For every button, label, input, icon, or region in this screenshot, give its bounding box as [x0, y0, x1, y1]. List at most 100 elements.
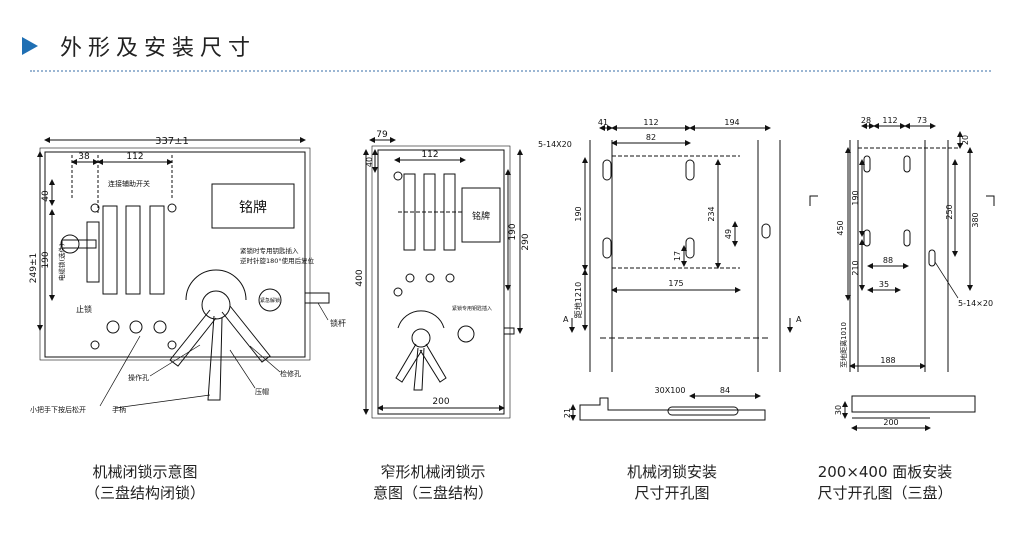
fig4-slot [863, 155, 871, 173]
fig1-dim-height: 249±1 [29, 253, 39, 283]
fig3-label-A1: A [563, 315, 569, 324]
fig1-label-maint: 检修孔 [280, 369, 301, 378]
fig4-slot [903, 155, 911, 173]
fig1-screw [167, 340, 177, 350]
fig3-dim-49: 49 [724, 229, 733, 239]
fig1-dial-arc [185, 269, 247, 301]
fig4-dim-28: 28 [861, 116, 871, 125]
fig4-slot [863, 229, 871, 247]
fig2-hole [445, 273, 455, 283]
fig1-label-switch: 连接辅助开关 [108, 179, 150, 188]
fig1-screw [90, 203, 100, 213]
fig1-dim-40: 40 [41, 190, 51, 202]
fig2-label-nameplate: 铭牌 [472, 210, 490, 222]
fig4-bracket-left [809, 195, 818, 206]
fig4-dim-210: 210 [851, 260, 860, 275]
fig2-hole [425, 273, 435, 283]
fig1-label-knob: 压帽 [255, 387, 269, 396]
fig2-dim-112: 112 [421, 150, 438, 160]
fig1-label-emergency: 紧急解锁 [260, 297, 280, 304]
fig3-dim-slot: 30X100 [655, 386, 686, 395]
fig4-leader [934, 261, 959, 299]
fig1-labels: 337±1 38 112 40 190 249±1 连接辅助开关 铭牌 紧锁时专… [29, 136, 346, 414]
fig2-dim-400: 400 [355, 269, 365, 286]
fig2-handle-right [419, 343, 447, 383]
fig3-dim-84: 84 [720, 386, 730, 395]
section-header: 外形及安装尺寸 [22, 28, 256, 64]
fig3-dim-82: 82 [646, 133, 656, 142]
fig1-caption-line2: （三盘结构闭锁） [84, 484, 205, 502]
fig2-labels: 79 112 40 400 190 290 200 铭牌 紧锁专用钥匙插入 [355, 130, 531, 407]
fig3-dim-194: 194 [724, 118, 739, 127]
fig4-dim-380: 380 [971, 212, 980, 227]
fig3-slot [685, 159, 695, 181]
fig3-label-holes: 5-14X20 [538, 140, 572, 149]
fig1-leader [114, 394, 211, 409]
fig1-key-knob [60, 234, 80, 254]
fig2-emergency-button [457, 325, 475, 343]
fig1-lock-bar [304, 292, 330, 304]
fig1-nameplate-box [211, 183, 295, 229]
fig1-screw [167, 203, 177, 213]
fig4-dim-200: 200 [883, 418, 898, 427]
fig1-leader [229, 349, 256, 389]
fig3-dim-234: 234 [707, 206, 716, 221]
fig1-dim-38: 38 [78, 152, 90, 162]
fig2-caption-line1: 窄形机械闭锁示 [380, 463, 486, 481]
fig3-dim-21: 21 [563, 408, 572, 418]
fig3-install-cutout-drawing [569, 125, 793, 421]
fig3-dim-112: 112 [643, 118, 658, 127]
fig4-label-holes: 5-14×20 [958, 299, 993, 308]
fig2-dim-190: 190 [508, 223, 518, 240]
fig4-dim-88: 88 [883, 256, 893, 265]
fig4-slot [928, 249, 936, 267]
fig3-slot [761, 223, 771, 239]
fig3-labels: 41 112 194 82 5-14X20 190 234 49 17 175 … [538, 118, 802, 418]
fig2-label-note: 紧锁专用钥匙插入 [452, 305, 492, 312]
fig2-hole [405, 273, 415, 283]
fig1-lock-strip [102, 205, 118, 295]
fig1-hole [106, 320, 120, 334]
fig1-label-note1: 紧锁时专用钥匙插入 [240, 246, 299, 255]
fig2-dim-79: 79 [376, 130, 388, 140]
fig3-dim-41: 41 [598, 118, 608, 127]
fig3-dim-175: 175 [668, 279, 683, 288]
fig1-dim-190: 190 [41, 251, 51, 268]
fig1-leader [99, 335, 141, 407]
fig3-label-A2: A [796, 315, 802, 324]
fig2-narrow-lock-drawing [363, 137, 523, 419]
fig4-dim-20: 20 [961, 135, 970, 145]
fig1-label-lock: 止锁 [76, 304, 92, 314]
fig2-dim-290: 290 [521, 233, 531, 250]
fig3-caption: 机械闭锁安装 尺寸开孔图 [567, 462, 777, 504]
fig1-handle-right [221, 305, 271, 363]
fig1-handle-left [169, 309, 217, 367]
fig1-mechanical-lock-drawing [37, 137, 330, 409]
fig3-right-rail [757, 140, 781, 372]
fig4-caption-line1: 200×400 面板安装 [817, 463, 953, 481]
fig3-caption-line2: 尺寸开孔图 [634, 484, 710, 502]
fig3-left-rail [589, 140, 613, 372]
fig2-dial-arc [397, 310, 445, 329]
fig1-emergency-button [258, 288, 282, 312]
fig4-dim-35: 35 [879, 280, 889, 289]
fig1-label-small-handle: 小把手下按后松开 [30, 405, 86, 414]
dotted-divider [30, 70, 991, 72]
fig3-section-slot [667, 406, 739, 416]
fig1-leader [317, 302, 329, 321]
fig4-bracket-right [986, 195, 995, 206]
fig2-nameplate-box [461, 187, 501, 243]
fig2-bar [503, 327, 515, 335]
fig1-hole [153, 320, 167, 334]
fig1-label-cable: 电缆锁(选件) [57, 243, 66, 281]
fig2-dim-200: 200 [432, 397, 449, 407]
play-triangle-icon [22, 37, 38, 55]
fig3-slot [602, 159, 612, 181]
fig1-label-handle: 手柄 [112, 405, 126, 414]
fig4-dim-73: 73 [917, 116, 927, 125]
fig1-dial-hub [201, 290, 231, 320]
fig4-dim-188: 188 [880, 356, 895, 365]
fig2-caption-line2: 意图（三盘结构） [372, 484, 493, 502]
fig1-side-lock [86, 221, 100, 283]
fig1-label-op-hole: 操作孔 [128, 373, 149, 382]
